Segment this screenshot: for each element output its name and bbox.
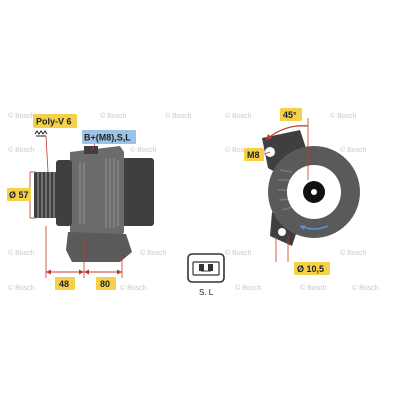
mount-hole-text: Ø 10,5 <box>297 264 324 274</box>
terminal-stud <box>84 146 98 154</box>
terminals-label: B+(M8),S,L <box>82 130 136 151</box>
watermark: © Bosch <box>8 112 35 120</box>
watermark: © Bosch <box>8 284 35 292</box>
terminals-label-text: B+(M8),S,L <box>84 133 131 143</box>
mount-thread-text: M8 <box>247 150 260 160</box>
watermark: © Bosch <box>130 146 157 154</box>
rear-cover <box>120 158 154 226</box>
watermark: © Bosch <box>8 146 35 154</box>
watermark: © Bosch <box>120 284 147 292</box>
watermark: © Bosch <box>225 146 252 154</box>
watermark: © Bosch <box>8 249 35 257</box>
dim-left-text: 48 <box>59 279 69 289</box>
watermark: © Bosch <box>100 112 127 120</box>
watermark: © Bosch <box>330 112 357 120</box>
front-fan <box>56 160 72 226</box>
connector-pins-text: S. L <box>199 288 214 297</box>
housing <box>70 146 124 240</box>
mounting-lug <box>66 232 132 262</box>
connector: S. L <box>187 253 225 297</box>
watermark: © Bosch <box>340 249 367 257</box>
watermark: © Bosch <box>165 112 192 120</box>
alternator-side-view <box>34 146 154 262</box>
pulley-diameter-dimension: Ø 57 <box>7 171 36 219</box>
watermark: © Bosch <box>235 284 262 292</box>
watermark: © Bosch <box>225 112 252 120</box>
alternator-front-view <box>262 130 360 246</box>
watermark: © Bosch <box>352 284 379 292</box>
cooling-fins <box>79 158 119 228</box>
mount-hole-label: Ø 10,5 <box>275 236 330 275</box>
angle-dimension: 45° <box>265 108 309 180</box>
pulley-label-text: Poly-V 6 <box>36 117 72 127</box>
watermark: © Bosch <box>340 146 367 154</box>
watermark: © Bosch <box>225 249 252 257</box>
watermark: © Bosch <box>300 284 327 292</box>
watermark: © Bosch <box>140 249 167 257</box>
pulley-diameter-text: Ø 57 <box>9 190 29 200</box>
dim-right-text: 80 <box>100 279 110 289</box>
pulley-label: Poly-V 6 <box>33 114 77 173</box>
poly-v-icon <box>34 130 48 137</box>
mount-thread-label: M8 <box>244 148 271 161</box>
angle-text: 45° <box>283 110 297 120</box>
pulley-bore <box>311 189 317 195</box>
watermark-layer: © Bosch © Bosch © Bosch © Bosch © Bosch … <box>8 112 379 292</box>
axial-dimensions: 48 80 <box>45 226 123 290</box>
lower-hole <box>278 228 286 236</box>
pulley <box>34 172 58 218</box>
